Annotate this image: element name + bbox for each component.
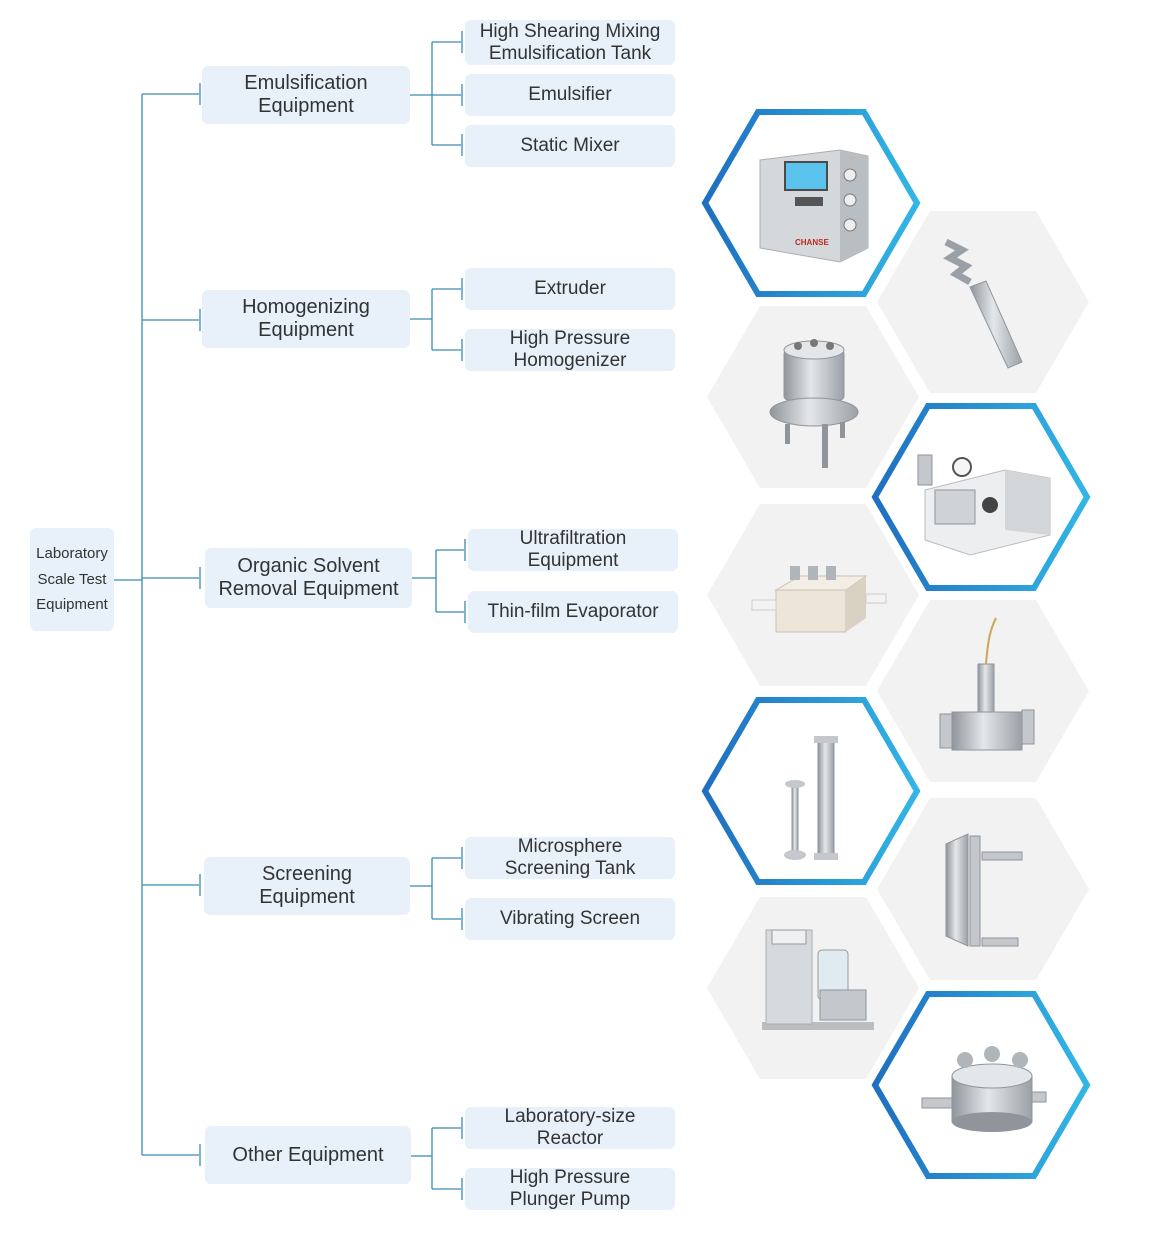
photo-bench-homogenizer <box>917 454 1051 556</box>
photo-screw-probe <box>943 238 1023 369</box>
item-high-shearing-tank: High Shearing Mixing Emulsification Tank <box>465 20 675 65</box>
hex-frame <box>701 697 921 885</box>
category-screening: Screening Equipment <box>204 857 410 915</box>
item-thin-film-evaporator: Thin-film Evaporator <box>468 591 678 633</box>
photo-homogenizer-cabinet: CHANSE <box>759 149 869 263</box>
photo-screening-tubes <box>784 736 838 860</box>
photo-lab-reactor <box>762 929 874 1030</box>
category-other: Other Equipment <box>205 1126 411 1184</box>
category-emulsification: Emulsification Equipment <box>202 66 410 124</box>
category-solvent-removal: Organic Solvent Removal Equipment <box>205 548 412 608</box>
photo-homogenizing-valve <box>769 339 859 468</box>
photo-ultrafiltration-block <box>751 566 887 633</box>
item-static-mixer: Static Mixer <box>465 125 675 167</box>
item-emulsifier: Emulsifier <box>465 74 675 116</box>
photo-valve-body <box>921 1046 1047 1132</box>
hex-tile <box>707 897 919 1079</box>
item-vibrating-screen: Vibrating Screen <box>465 898 675 940</box>
root-node: Laboratory Scale Test Equipment <box>30 528 114 631</box>
item-high-pressure-homogenizer: High Pressure Homogenizer <box>465 328 675 371</box>
item-ultrafiltration: Ultrafiltration Equipment <box>468 528 678 571</box>
hex-tile <box>877 798 1089 980</box>
item-plunger-pump: High Pressure Plunger Pump <box>465 1167 675 1210</box>
item-lab-reactor: Laboratory-size Reactor <box>465 1106 675 1149</box>
item-microsphere-tank: Microsphere Screening Tank <box>465 836 675 879</box>
photo-inline-mixer <box>939 617 1035 751</box>
category-homogenizing: Homogenizing Equipment <box>202 290 410 348</box>
item-extruder: Extruder <box>465 268 675 310</box>
photo-plate-unit <box>945 833 1023 947</box>
svg-text:CHANSE: CHANSE <box>795 238 829 247</box>
